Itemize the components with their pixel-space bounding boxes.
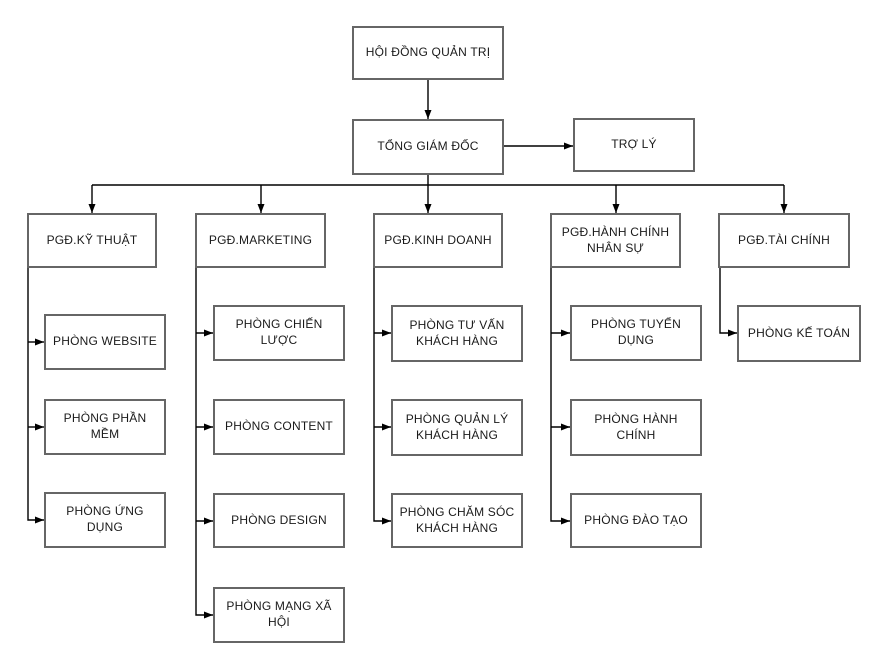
node-room-tuyen-dung: PHÒNG TUYỂN DỤNG [570,305,702,361]
node-room-ung-dung: PHÒNG ỨNG DỤNG [44,492,166,548]
edge-kinh-doanh-cham-soc [373,268,391,525]
node-room-phan-mem: PHÒNG PHẦN MỀM [44,399,166,455]
node-room-hanh-chinh: PHÒNG HÀNH CHÍNH [570,399,702,456]
node-room-chien-luoc: PHÒNG CHIẾN LƯỢC [213,305,345,361]
node-board-of-directors: HỘI ĐỒNG QUẢN TRỊ [352,26,504,80]
node-dept-hanh-chinh-nhan-su: PGĐ.HÀNH CHÍNH NHÂN SỰ [550,213,681,268]
node-room-cham-soc-khach-hang: PHÒNG CHĂM SÓC KHÁCH HÀNG [391,493,523,548]
edge-hcns-dao-tao [550,268,570,525]
node-assistant: TRỢ LÝ [573,118,695,172]
edge-ky-thuat-ung-dung [27,268,44,524]
node-room-design: PHÒNG DESIGN [213,493,345,548]
node-room-ke-toan: PHÒNG KẾ TOÁN [737,305,861,362]
edge-ceo-bus [92,175,784,186]
node-room-mang-xa-hoi: PHÒNG MẠNG XÃ HỘI [213,587,345,643]
node-room-dao-tao: PHÒNG ĐÀO TẠO [570,493,702,548]
node-dept-ky-thuat: PGĐ.KỸ THUẬT [27,213,157,268]
node-room-content: PHÒNG CONTENT [213,399,345,455]
edge-marketing-mang-xa-hoi [195,268,213,619]
node-room-quan-ly-khach-hang: PHÒNG QUẢN LÝ KHÁCH HÀNG [391,399,523,456]
edge-tai-chinh-ke-toan [719,268,737,337]
node-room-tu-van-khach-hang: PHÒNG TƯ VẤN KHÁCH HÀNG [391,305,523,362]
node-dept-marketing: PGĐ.MARKETING [195,213,326,268]
node-dept-tai-chinh: PGĐ.TÀI CHÍNH [718,213,850,268]
node-room-website: PHÒNG WEBSITE [44,314,166,370]
node-dept-kinh-doanh: PGĐ.KINH DOANH [373,213,503,268]
node-ceo: TỔNG GIÁM ĐỐC [352,119,504,175]
